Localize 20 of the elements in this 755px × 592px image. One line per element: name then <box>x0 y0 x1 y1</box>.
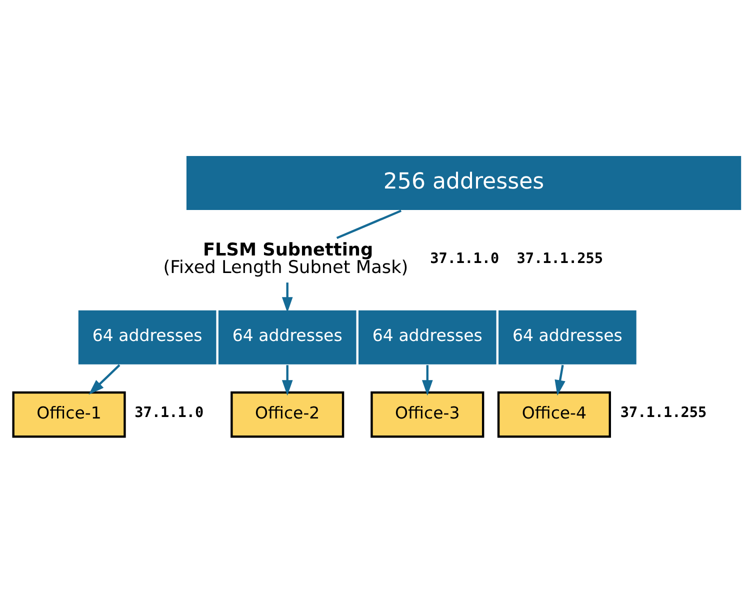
label: 37.1.1.255 <box>516 250 603 267</box>
arrow <box>282 365 293 396</box>
node-box: Office-4 <box>497 391 611 438</box>
node-box: 64 addresses <box>357 309 498 366</box>
arrow <box>422 365 433 396</box>
arrow <box>88 364 120 395</box>
node-text: FLSM Subnetting (Fixed Length Subnet Mask) <box>163 240 408 278</box>
node-box: 64 addresses <box>77 309 218 366</box>
node-box: Office-2 <box>230 391 344 438</box>
node-box: 64 addresses <box>497 309 638 366</box>
node-box: 64 addresses <box>217 309 358 366</box>
label: 37.1.1.255 <box>620 405 707 422</box>
label: 37.1.1.0 <box>134 405 204 422</box>
label: 37.1.1.0 <box>430 250 500 267</box>
arrow <box>554 364 566 396</box>
node-box: Office-1 <box>12 391 126 438</box>
node-box: 256 addresses <box>185 154 742 212</box>
node-box: Office-3 <box>370 391 484 438</box>
arrow <box>282 282 293 313</box>
connector <box>336 210 402 240</box>
